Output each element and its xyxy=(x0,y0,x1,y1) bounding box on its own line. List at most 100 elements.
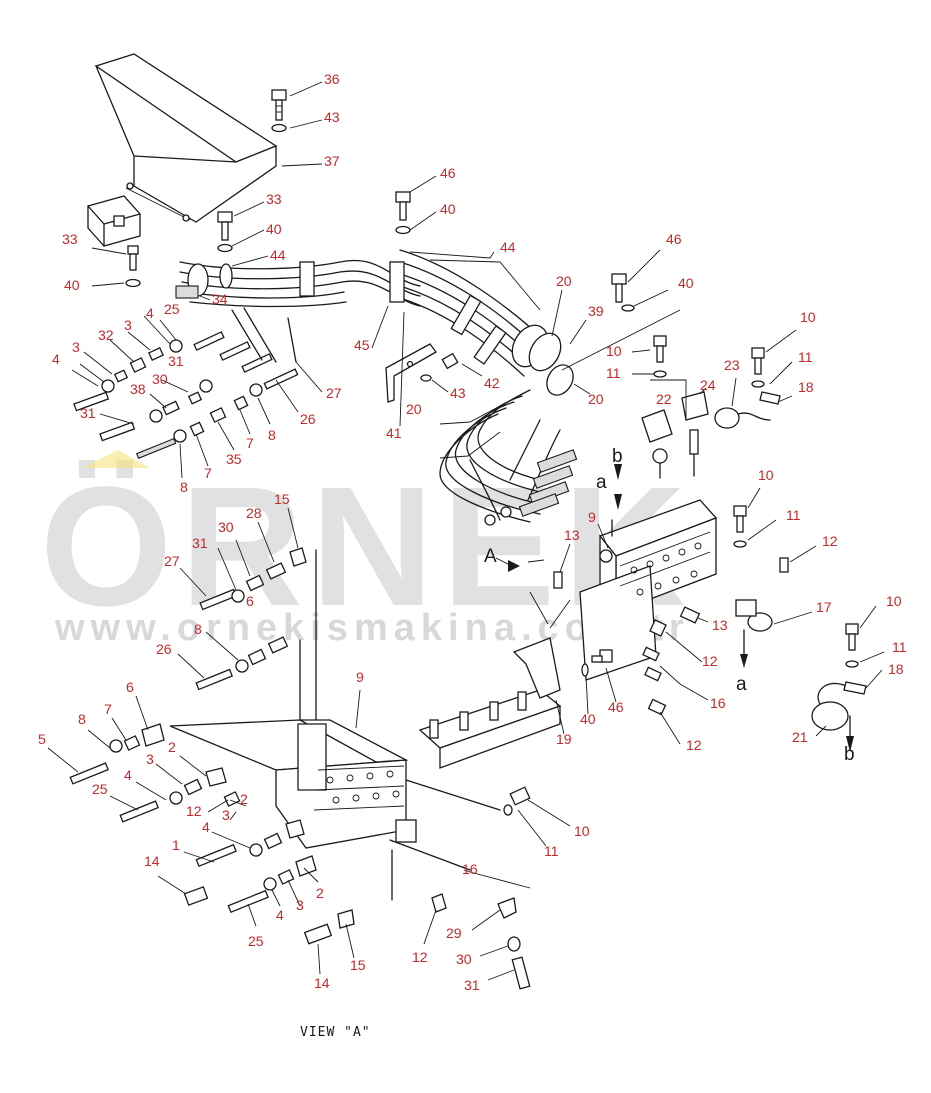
callout-9: 9 xyxy=(356,669,364,685)
letter-b-lower: b xyxy=(844,744,855,765)
watermark-url: www.ornekismakina.com.tr xyxy=(54,607,690,649)
callout-12: 12 xyxy=(686,737,702,753)
callout-8: 8 xyxy=(78,711,86,727)
view-a-arrow-head xyxy=(508,560,520,572)
callout-38: 38 xyxy=(130,381,146,397)
bolt-10-a xyxy=(653,335,667,378)
callout-12: 12 xyxy=(412,949,428,965)
fittings-middle xyxy=(195,547,317,761)
callout-33: 33 xyxy=(266,191,282,207)
bracket-41 xyxy=(385,343,459,403)
callout-10: 10 xyxy=(800,309,816,325)
callout-10: 10 xyxy=(886,593,902,609)
callout-20: 20 xyxy=(406,401,422,417)
callout-4: 4 xyxy=(202,819,210,835)
callout-27: 27 xyxy=(164,553,180,569)
callout-11: 11 xyxy=(544,843,559,859)
callout-20: 20 xyxy=(588,391,604,407)
view-a-block xyxy=(169,719,501,901)
callout-9: 9 xyxy=(588,509,596,525)
callout-15: 15 xyxy=(350,957,366,973)
callout-13: 13 xyxy=(564,527,580,543)
fittings-lower-left xyxy=(69,723,531,990)
callout-19: 19 xyxy=(556,731,572,747)
callout-4: 4 xyxy=(52,351,60,367)
callout-30: 30 xyxy=(152,371,168,387)
callout-20: 20 xyxy=(556,273,572,289)
callout-7: 7 xyxy=(204,465,212,481)
callout-41: 41 xyxy=(386,425,402,441)
callout-18: 18 xyxy=(888,661,904,677)
callout-26: 26 xyxy=(156,641,172,657)
callout-43: 43 xyxy=(324,109,340,125)
callout-31: 31 xyxy=(80,405,96,421)
callout-31: 31 xyxy=(464,977,480,993)
callout-33: 33 xyxy=(62,231,78,247)
fittings-upper-left xyxy=(73,307,299,459)
callout-16: 16 xyxy=(462,861,478,877)
callout-10: 10 xyxy=(574,823,590,839)
bolt-10-c xyxy=(733,505,747,548)
callout-12: 12 xyxy=(186,803,202,819)
watermark: ÖRNEK www.ornekismakina.com.tr xyxy=(40,450,694,649)
callout-18: 18 xyxy=(798,379,814,395)
callout-37: 37 xyxy=(324,153,340,169)
callout-46: 46 xyxy=(440,165,456,181)
callout-3: 3 xyxy=(72,339,80,355)
callout-45: 45 xyxy=(354,337,370,353)
callout-15: 15 xyxy=(274,491,290,507)
callout-8: 8 xyxy=(180,479,188,495)
sensor-24 xyxy=(681,391,709,477)
callout-7: 7 xyxy=(104,701,112,717)
callout-43: 43 xyxy=(450,385,466,401)
callout-31: 31 xyxy=(168,353,184,369)
callout-14: 14 xyxy=(144,853,160,869)
callout-2: 2 xyxy=(168,739,176,755)
leader-lines xyxy=(47,81,885,981)
callout-36: 36 xyxy=(324,71,340,87)
callout-13: 13 xyxy=(712,617,728,633)
callout-44: 44 xyxy=(270,247,286,263)
callout-25: 25 xyxy=(248,933,264,949)
callout-34: 34 xyxy=(212,291,228,307)
watermark-brand: ÖRNEK xyxy=(40,452,694,642)
callout-10: 10 xyxy=(758,467,774,483)
sensor-22 xyxy=(641,409,673,479)
callout-27: 27 xyxy=(326,385,342,401)
accumulator-21 xyxy=(811,681,867,741)
callout-39: 39 xyxy=(588,303,604,319)
callout-26: 26 xyxy=(300,411,316,427)
bolt-10-b xyxy=(751,347,765,388)
callout-44: 44 xyxy=(500,239,516,255)
callout-12: 12 xyxy=(702,653,718,669)
letter-a-upper: a xyxy=(596,472,607,493)
callout-6: 6 xyxy=(126,679,134,695)
callout-4: 4 xyxy=(276,907,284,923)
callout-4: 4 xyxy=(124,767,132,783)
callout-40: 40 xyxy=(266,221,282,237)
callout-23: 23 xyxy=(724,357,740,373)
callout-46: 46 xyxy=(608,699,624,715)
bolt-46-upper xyxy=(395,191,411,235)
callout-11: 11 xyxy=(892,639,907,655)
callout-35: 35 xyxy=(226,451,242,467)
callout-14: 14 xyxy=(314,975,330,991)
callout-40: 40 xyxy=(64,277,80,293)
callout-21: 21 xyxy=(792,729,808,745)
callout-24: 24 xyxy=(700,377,716,393)
callout-25: 25 xyxy=(164,301,180,317)
fittings-right xyxy=(553,557,789,716)
sensor-23 xyxy=(714,391,781,429)
callout-7: 7 xyxy=(246,435,254,451)
callout-8: 8 xyxy=(194,621,202,637)
callout-8: 8 xyxy=(268,427,276,443)
letter-b-upper: b xyxy=(612,446,623,467)
callout-11: 11 xyxy=(798,349,813,365)
callout-6: 6 xyxy=(246,593,254,609)
reference-letters: a b a b A xyxy=(484,446,855,765)
callout-31: 31 xyxy=(192,535,208,551)
callout-32: 32 xyxy=(98,327,114,343)
letter-view-a: A xyxy=(484,546,497,567)
